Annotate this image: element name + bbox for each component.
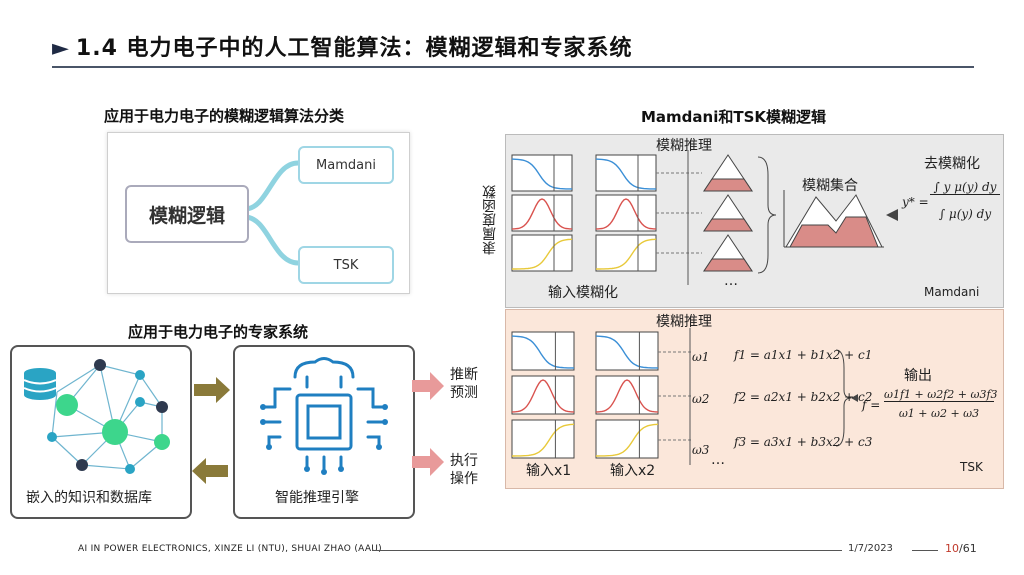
tsk-in1-1-frame [511, 375, 575, 415]
tsk-in1-1-curve [512, 379, 574, 413]
tsk-in1-0-curve [511, 335, 575, 369]
tsk-diagram [511, 328, 858, 465]
tsk-output-lhs: f = [862, 398, 881, 412]
expert-system-heading: 应用于电力电子的专家系统 [128, 323, 309, 341]
tsk-in2-1-frame [595, 375, 659, 415]
tsk-output-num: ω1f1 + ω2f2 + ω3f3 [884, 388, 998, 402]
title-text: 1.4 电力电子中的人工智能算法：模糊逻辑和专家系统 [75, 36, 633, 61]
knowledge-network-illustration [23, 359, 170, 474]
tsk-rule-3: f3 = a3x1 + b3x2 + c3 [734, 435, 873, 449]
tsk-rule-2: f2 = a2x1 + b2x2 + c2 [734, 390, 873, 404]
knowledge-base-label: 嵌入的知识和数据库 [26, 490, 152, 506]
tsk-in1-0-frame [511, 331, 575, 371]
footer-date: 1/7/2023 [848, 543, 893, 554]
tsk-input-x1: 输入x1 [526, 463, 572, 479]
mam-in2-1-frame [595, 194, 657, 232]
mam-in2-0-frame [595, 154, 657, 192]
tsk-in1-2-curve [512, 423, 575, 457]
footer-text: AI IN POWER ELECTRONICS, XINZE LI (NTU),… [78, 544, 382, 554]
defuzzify-formula-lhs: y* = [902, 195, 929, 209]
mam-in1-2-curve [512, 238, 573, 270]
membership-axis-label: 隶属度函数 [482, 185, 498, 255]
tsk-in2-2-curve [596, 423, 659, 457]
tsk-rule-1: f1 = a1x1 + b1x2 + c1 [734, 348, 873, 362]
tsk-arrow [851, 394, 858, 402]
arrow-right-icon [412, 448, 444, 476]
tsk-output-den: ω1 + ω2 + ω3 [898, 407, 980, 420]
mam-in2-2-curve [596, 238, 657, 270]
tsk-panel: 模糊推理 ω1 ω2 ω3 f1 = a1x1 + b1x2 + c1 f2 =… [505, 309, 1004, 489]
mindmap-connectors [244, 160, 299, 266]
mindmap-branch-tsk: TSK [298, 246, 394, 284]
output-infer-predict: 推断 预测 [450, 367, 478, 401]
fuzzy-logic-panel-heading: Mamdani和TSK模糊逻辑 [641, 108, 827, 126]
tsk-weight-2: ω2 [692, 392, 710, 406]
tsk-weight-1: ω1 [692, 350, 710, 364]
mamdani-tag: Mamdani [924, 285, 980, 299]
mamdani-ellipsis: … [724, 273, 738, 289]
tsk-inference-label: 模糊推理 [656, 314, 712, 330]
tsk-weight-3: ω3 [692, 443, 710, 457]
arrow-left-icon [192, 458, 228, 484]
mam-tri-fill-0 [703, 178, 753, 192]
fuzzify-label: 输入模糊化 [548, 285, 618, 301]
mamdani-diagram [511, 150, 898, 285]
inference-engine-label: 智能推理引擎 [275, 490, 359, 506]
title-rule [52, 66, 974, 68]
tsk-output-label: 输出 [904, 368, 932, 384]
output-execute-operate: 执行 操作 [450, 453, 478, 487]
defuzzify-formula-den: ∫ μ(y) dy [938, 207, 992, 221]
mam-tri-fill-1 [703, 218, 753, 232]
aggregate-label: 模糊集合 [802, 178, 858, 194]
title-marker: ► [52, 36, 70, 61]
agg-arrow [886, 209, 898, 221]
arrow-right-icon [194, 377, 230, 403]
tsk-input-x2: 输入x2 [610, 463, 656, 479]
fuzzy-mindmap: 模糊逻辑 Mamdani TSK [107, 132, 410, 294]
mindmap-branch-mamdani: Mamdani [298, 146, 394, 184]
tsk-in2-0-frame [595, 331, 659, 371]
tsk-tag: TSK [960, 460, 983, 474]
database-icon [23, 368, 57, 400]
mam-in1-1-curve [512, 198, 572, 230]
mam-in1-0-curve [511, 158, 573, 190]
defuzzify-label: 去模糊化 [924, 156, 980, 172]
tsk-ellipsis: … [711, 452, 725, 468]
mam-tri-fill-2 [703, 258, 753, 272]
defuzzify-formula-num: ∫ y μ(y) dy [930, 180, 1000, 195]
fuzzy-classification-heading: 应用于电力电子的模糊逻辑算法分类 [104, 107, 345, 125]
mam-in1-0-frame [511, 154, 573, 192]
output-arrows [412, 372, 444, 476]
engine-arrows [192, 377, 230, 484]
mamdani-panel: 模糊推理 隶属度函数 输入模糊化 模糊集合 去模糊化 y* = ∫ y μ(y)… [482, 134, 1004, 308]
inference-engine-box: 智能推理引擎 [233, 345, 415, 519]
knowledge-base-box: 嵌入的知识和数据库 [10, 345, 192, 519]
mamdani-inference-label: 模糊推理 [656, 138, 712, 154]
mam-brace [757, 156, 777, 274]
tsk-in2-0-curve [595, 335, 659, 369]
mam-in1-1-frame [511, 194, 573, 232]
slide-title: ►1.4 电力电子中的人工智能算法：模糊逻辑和专家系统 [52, 30, 633, 62]
footer-rule-right [912, 550, 938, 551]
mam-in2-1-curve [596, 198, 656, 230]
tsk-in2-1-curve [596, 379, 658, 413]
page-number: 10/61 [945, 542, 977, 555]
mindmap-root: 模糊逻辑 [125, 185, 249, 243]
agg-fill [789, 216, 879, 248]
arrow-right-icon [412, 372, 444, 400]
mam-in2-0-curve [595, 158, 657, 190]
footer-rule-left [372, 550, 842, 551]
chip-brain-icon [260, 357, 388, 475]
